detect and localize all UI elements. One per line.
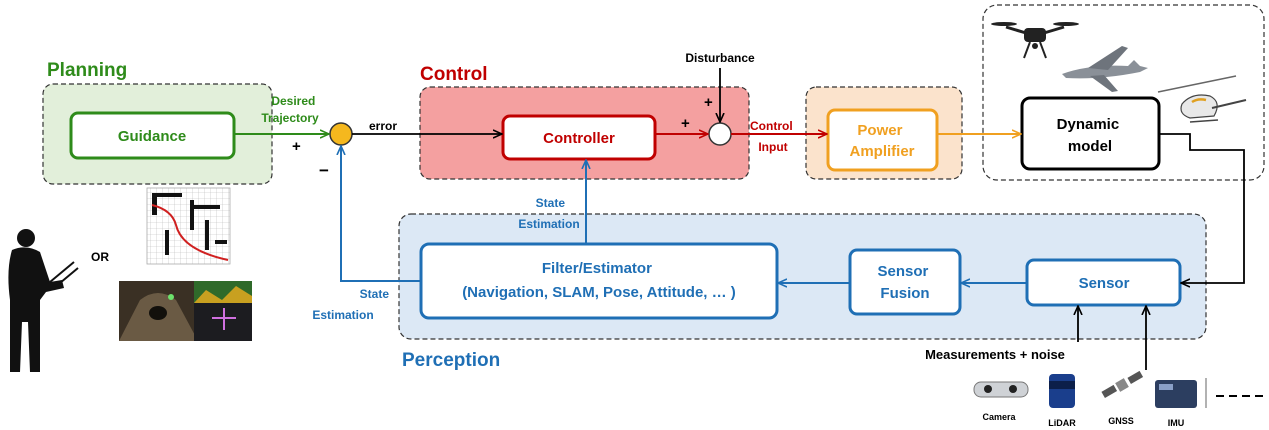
power-amplifier-label: Power Amplifier xyxy=(849,122,914,160)
filter-estimator-block: Filter/Estimator (Navigation, SLAM, Pose… xyxy=(419,242,779,320)
planning-title: Planning xyxy=(47,60,127,81)
perception-title: Perception xyxy=(402,350,500,371)
control-input-line1: Control xyxy=(750,119,793,133)
desired-trajectory-line2: Trajectory xyxy=(261,111,319,125)
state-estimation-top-line2: Estimation xyxy=(518,217,579,231)
filter-estimator-label: Filter/Estimator (Navigation, SLAM, Pose… xyxy=(462,260,736,301)
desired-trajectory-line1: Desired xyxy=(271,94,315,108)
power-amplifier-line1: Power xyxy=(857,122,902,139)
sum2-plus-left-sign: + xyxy=(681,115,690,132)
controller-block: Controller xyxy=(501,114,657,161)
quadcopter-icon xyxy=(991,22,1079,59)
pilot-silhouette-icon xyxy=(8,229,79,372)
state-estimation-left-line1: State xyxy=(360,287,390,301)
measurements-label: Measurements + noise xyxy=(925,347,1065,362)
sensor-label: Sensor xyxy=(1079,275,1130,292)
power-amplifier-block: Power Amplifier xyxy=(826,108,939,172)
sum1-plus-sign: + xyxy=(292,138,301,155)
sum2-plus-top-sign: + xyxy=(704,94,713,111)
filter-estimator-line1: Filter/Estimator xyxy=(542,260,652,277)
dynamic-model-line2: model xyxy=(1068,138,1112,155)
summing-junction-2 xyxy=(708,122,732,146)
guidance-label: Guidance xyxy=(118,128,186,145)
state-estimation-top-label: State Estimation xyxy=(518,196,579,231)
disturbance-label: Disturbance xyxy=(685,51,755,65)
dynamic-model-label: Dynamic model xyxy=(1057,116,1124,155)
tunnel-slam-image-icon xyxy=(119,281,252,341)
control-input-label: Control Input xyxy=(750,119,796,154)
control-title: Control xyxy=(420,64,488,85)
sensor-block: Sensor xyxy=(1025,258,1182,307)
helicopter-icon xyxy=(1157,75,1247,123)
sensor-fusion-line1: Sensor xyxy=(877,263,928,280)
state-estimation-left-line2: Estimation xyxy=(312,308,373,322)
lidar-label: LiDAR xyxy=(1048,418,1076,428)
guidance-block: Guidance xyxy=(69,111,236,160)
dynamic-model-block: Dynamic model xyxy=(1020,96,1161,171)
plant-output-arrow xyxy=(1159,133,1245,283)
sum1-minus-sign: − xyxy=(319,161,329,180)
state-estimation-left-label: State Estimation xyxy=(312,287,392,322)
lidar-device-icon xyxy=(1049,374,1075,408)
gnss-satellite-icon xyxy=(1101,370,1144,398)
imu-device-icon xyxy=(1155,378,1207,408)
error-label: error xyxy=(369,119,397,133)
path-planning-map-icon xyxy=(146,187,231,265)
desired-trajectory-label: Desired Trajectory xyxy=(261,94,319,125)
feedback-arrow xyxy=(341,146,421,282)
camera-label: Camera xyxy=(982,412,1016,422)
dynamic-model-line1: Dynamic xyxy=(1057,116,1120,133)
camera-device-icon xyxy=(973,381,1029,398)
summing-junction-1 xyxy=(329,122,353,146)
imu-label: IMU xyxy=(1168,418,1185,428)
state-estimation-top-line1: State xyxy=(536,196,566,210)
or-label: OR xyxy=(91,250,109,264)
power-amplifier-line2: Amplifier xyxy=(849,143,914,160)
controller-label: Controller xyxy=(543,130,615,147)
sensor-fusion-line2: Fusion xyxy=(880,285,929,302)
gnss-label: GNSS xyxy=(1108,416,1134,426)
sensor-fusion-label: Sensor Fusion xyxy=(877,263,932,302)
filter-estimator-line2: (Navigation, SLAM, Pose, Attitude, … ) xyxy=(462,284,736,301)
fixed-wing-drone-icon xyxy=(1062,46,1148,92)
control-input-line2: Input xyxy=(758,140,787,154)
sensor-fusion-block: Sensor Fusion xyxy=(848,248,962,316)
